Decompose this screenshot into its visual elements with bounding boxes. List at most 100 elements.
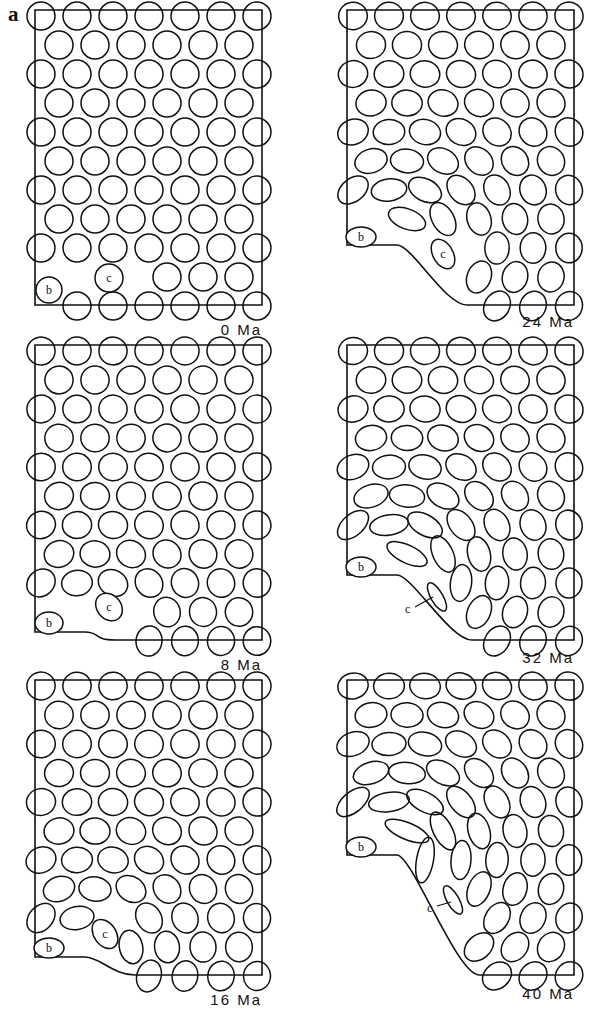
grain-circle [45,205,73,233]
grain-circle [219,811,258,851]
grain-outline [34,938,64,958]
grain-circle [153,930,181,964]
grain-circle [536,537,565,571]
grain-circle [406,729,444,760]
grain-circle [113,478,149,513]
grain-circle [166,783,205,821]
grain-circle [496,361,535,399]
grain-circle [45,31,73,59]
grain-circle [207,60,235,88]
grain-circle [514,332,553,370]
grain-circle [81,89,109,117]
grain-circle [184,870,222,909]
grain-circle [62,672,91,701]
grain-circle [45,89,73,117]
grain-circle [332,782,375,822]
grain-circle [441,725,481,762]
grain-circle [555,567,582,598]
grain-circle [187,595,218,628]
grain-circle [221,870,257,908]
grain-circle [135,118,163,146]
grain-outline [346,557,376,577]
grain-circle [116,928,146,966]
grain-circle [556,844,582,875]
grain-circle [80,423,110,452]
grain-circle [441,448,481,485]
grain-circle [372,118,405,145]
grain-circle [448,563,474,602]
grain-circle [63,292,91,320]
grain-circle [440,883,466,917]
grain-circle [531,695,571,735]
grain-circle [147,534,187,574]
grain-circle [441,113,480,150]
grain-circle [184,361,221,398]
grain-circle [135,176,163,204]
grain-circle [549,331,588,370]
grain-circle [355,30,387,60]
grain-circle [134,624,164,658]
grain-circle [495,83,535,122]
grain-circle [153,263,181,291]
grain-circle [42,480,75,512]
grain-circle [484,232,509,265]
leader-line [437,902,451,906]
grain-circle [478,621,516,661]
grain-circle [409,336,441,366]
grain-circle [500,536,530,572]
grain-circle [237,724,276,763]
grain-circle [355,365,388,395]
grain-circle [532,142,569,181]
grain-circle [135,60,163,88]
grain-circle [80,366,109,395]
grain-circle [130,506,169,544]
panel-outline [35,10,262,305]
grain-circle [115,364,148,396]
grain-circle [403,507,446,544]
grain-circle [201,782,241,821]
grain-circle [207,292,235,320]
grain-circle [443,334,478,368]
grain-circle [62,453,92,482]
grain-circle [43,422,75,453]
grain-circle [166,391,203,428]
grain-circle [117,147,145,175]
grain-circle [513,666,553,705]
grain-circle [237,782,277,822]
grain-circle [171,60,199,88]
grain-circle [202,332,239,369]
grain-circle [552,784,586,821]
grain-circle [552,507,585,543]
grain-circle [44,365,75,396]
grain-circle [442,391,479,426]
grain-circle [63,176,91,204]
grain-circle [184,696,222,733]
grain-circle [135,292,163,320]
marker-grain: c [94,595,124,619]
grain-circle [171,176,199,204]
grain-circle [516,506,550,544]
grain-circle [354,88,388,119]
grain-circle [81,205,109,233]
marker-letter: c [106,272,111,284]
grain-circle [535,260,567,295]
grain-circle [117,205,145,233]
grain-circle [219,476,258,516]
grain-circle [350,757,391,789]
time-label: 40 Ma [522,986,574,1001]
grain-circle [95,843,132,876]
time-label: 8 Ma [221,657,262,672]
grain-circle [43,758,75,789]
grain-circle [533,753,570,792]
grain-circle [184,754,223,793]
grain-circle [45,147,73,175]
grain-circle [496,26,535,64]
grain-circle [238,332,277,370]
grain-circle [98,336,129,367]
grain-circle [459,696,499,733]
grain-circle [63,60,91,88]
grain-circle [112,814,149,849]
grain-circle [520,567,547,600]
time-label: 16 Ma [210,992,262,1007]
grain-circle [535,871,566,907]
